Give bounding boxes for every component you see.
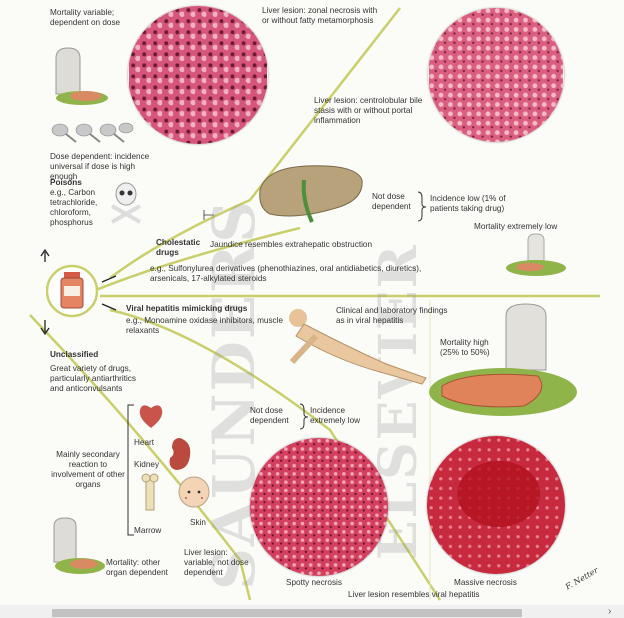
illustration-plate: SAUNDERS ELSEVIER [29,6,600,601]
poisons-examples: e.g., Carbon tetrachloride, chloroform, … [50,188,98,227]
not-dose-dependent-label: Not dose dependent [372,192,411,211]
organ-skin-label: Skin [190,518,206,527]
spotty-necrosis-label: Spotty necrosis [286,578,342,587]
organ-marrow-label: Marrow [134,526,162,535]
liver-lesion-zonal-label: Liver lesion: zonal necrosis with or wit… [262,6,378,25]
incidence-extremely-low-label: Incidence extremely low [310,406,361,425]
mortality-high-label: Mortality high (25% to 50%) [440,338,490,357]
dose-dependent-label: Dose dependent: incidence universal if d… [50,152,150,181]
liver-icon [259,165,363,223]
spoons-icon [51,122,134,143]
connector-lines [29,7,600,601]
tombstone-icon [53,517,105,574]
mortality-other-organ-label: Mortality: other organ dependent [106,558,168,577]
incidence-low-label: Incidence low (1% of patients taking dru… [430,194,506,213]
micrograph-zonal-necrosis [128,6,268,144]
patient-figure-icon [289,309,427,385]
micrograph-spotty-necrosis [250,438,388,576]
viral-mimic-examples: e.g., Monoamine oxidase inhibitors, musc… [126,316,284,335]
jaundice-label: Jaundice resembles extrahepatic obstruct… [210,240,373,249]
viral-mimic-title: Viral hepatitis mimicking drugs [126,304,248,313]
liver-lesion-variable-label: Liver lesion: variable, not dose depende… [184,548,249,577]
organ-heart-label: Heart [134,438,155,447]
unclassified-description: Great variety of drugs, particularly ant… [50,364,136,393]
child-face-icon [178,476,210,508]
mortality-extremely-low-label: Mortality extremely low [474,222,558,231]
medicine-bottle-icon [46,264,98,318]
tombstone-icon [429,303,577,416]
scroll-right-arrow-icon[interactable]: › [608,606,612,617]
mortality-variable-label: Mortality variable; dependent on dose [50,8,121,27]
massive-necrosis-label: Massive necrosis [454,578,517,587]
organ-kidney-label: Kidney [134,460,160,469]
micrograph-massive-necrosis [427,436,565,574]
kidney-icon [169,438,191,470]
skull-crossbones-icon [111,182,141,224]
liver-lesion-resembles-label: Liver lesion resembles viral hepatitis [348,590,480,599]
cholestatic-title: Cholestatic drugs [156,238,201,257]
unclassified-title: Unclassified [50,350,99,359]
tombstone-icon [506,233,566,276]
clinical-findings-label: Clinical and laboratory findings as in v… [336,306,448,325]
micrograph-centrolobular [428,8,564,142]
scrollbar-thumb[interactable] [52,609,522,617]
heart-icon [139,405,163,428]
secondary-reaction-label: Mainly secondary reaction to involvement… [51,450,125,489]
tombstone-icon [55,47,108,105]
poisons-title: Poisons [50,178,82,187]
not-dose-dependent-label: Not dose dependent [250,406,289,425]
cholestatic-examples: e.g., Sulfonylurea derivatives (phenothi… [150,264,422,283]
bone-marrow-icon [141,473,159,511]
liver-lesion-centrolobular-label: Liver lesion: centrolobular bile stasis … [314,96,423,125]
